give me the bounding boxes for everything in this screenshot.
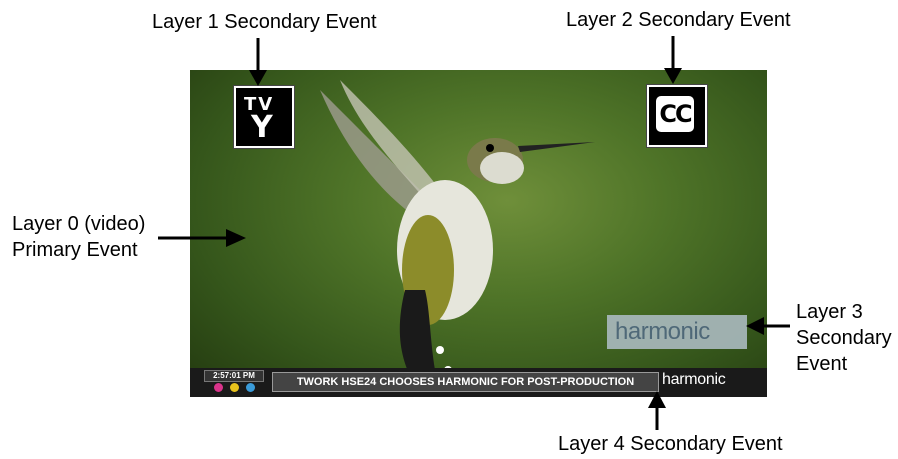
tv-y-rating-badge: TV Y [234, 86, 294, 148]
harmonic-watermark-text: harmonic [615, 318, 710, 345]
ticker-dot-blue [246, 383, 255, 392]
tv-rating-bottom-text: Y [251, 110, 273, 145]
layer0-label-line2: Primary Event [12, 239, 138, 261]
ticker-brand-logo: harmonic [662, 371, 726, 388]
harmonic-watermark-logo: harmonic [607, 315, 747, 349]
layer3-label-line2: Secondary [796, 327, 892, 349]
layer1-label: Layer 1 Secondary Event [152, 11, 377, 33]
news-ticker-bar: 2:57:01 PM TWORK HSE24 CHOOSES HARMONIC … [190, 368, 767, 397]
video-frame: TV Y CC harmonic 2:57:01 PM TWORK HSE24 … [190, 70, 767, 397]
hummingbird-image [320, 80, 595, 385]
cc-icon: CC [656, 96, 694, 132]
ticker-dot-yellow [230, 383, 239, 392]
layer3-label-line1: Layer 3 [796, 301, 863, 323]
layer0-label-line1: Layer 0 (video) [12, 213, 146, 235]
closed-caption-badge: CC [647, 85, 707, 147]
layer2-label: Layer 2 Secondary Event [566, 9, 791, 31]
layer3-label-line3: Event [796, 353, 848, 375]
ticker-headline: TWORK HSE24 CHOOSES HARMONIC FOR POST-PR… [272, 372, 659, 392]
ticker-dot-pink [214, 383, 223, 392]
layer4-label: Layer 4 Secondary Event [558, 433, 783, 455]
tv-rating-top-text: TV [244, 94, 275, 115]
ticker-clock: 2:57:01 PM [204, 370, 264, 382]
